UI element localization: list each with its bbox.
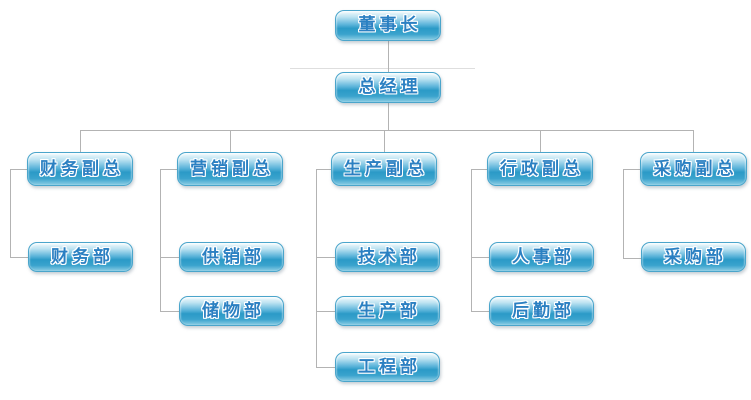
connector-procurement-dept bbox=[623, 258, 641, 259]
org-node-vp-marketing-label: 营销副总 bbox=[190, 158, 274, 179]
connector-drop-vp-procurement bbox=[693, 130, 694, 152]
org-node-dept-supply-sales-label: 供销部 bbox=[202, 246, 265, 267]
connector-admin-rail bbox=[471, 169, 472, 311]
org-node-dept-technology: 技术部 bbox=[335, 242, 440, 272]
connector-chairman-gm bbox=[388, 41, 389, 72]
connector-admin-dept1 bbox=[471, 257, 489, 258]
org-node-dept-procurement: 采购部 bbox=[641, 242, 746, 272]
connector-admin-out bbox=[471, 169, 487, 170]
org-node-dept-hr-label: 人事部 bbox=[512, 246, 575, 267]
org-node-dept-production-label: 生产部 bbox=[358, 300, 421, 321]
org-node-vp-finance: 财务副总 bbox=[27, 152, 133, 186]
connector-drop-vp-production bbox=[384, 130, 385, 152]
connector-vp-bus bbox=[80, 130, 694, 131]
org-node-vp-marketing: 营销副总 bbox=[177, 152, 283, 186]
connector-admin-dept2 bbox=[471, 311, 489, 312]
connector-production-dept1 bbox=[316, 257, 335, 258]
org-node-general-manager-label: 总经理 bbox=[358, 77, 422, 97]
connector-production-rail bbox=[316, 169, 317, 368]
connector-finance-rail bbox=[10, 169, 11, 257]
org-node-dept-engineering: 工程部 bbox=[335, 352, 440, 382]
connector-finance-dept bbox=[10, 257, 28, 258]
org-node-dept-storage-label: 储物部 bbox=[202, 300, 265, 321]
org-node-vp-production: 生产副总 bbox=[331, 152, 437, 186]
connector-marketing-dept1 bbox=[160, 257, 179, 258]
org-node-dept-hr: 人事部 bbox=[489, 242, 594, 272]
connector-procurement-out bbox=[623, 169, 640, 170]
org-node-dept-technology-label: 技术部 bbox=[358, 246, 421, 267]
connector-production-out bbox=[316, 169, 331, 170]
org-node-dept-finance: 财务部 bbox=[28, 242, 133, 272]
org-node-dept-procurement-label: 采购部 bbox=[664, 246, 727, 267]
connector-gm-stem bbox=[388, 103, 389, 130]
connector-procurement-rail bbox=[623, 169, 624, 258]
faint-horizontal-rule bbox=[290, 68, 475, 69]
org-node-dept-supply-sales: 供销部 bbox=[179, 242, 284, 272]
org-node-vp-finance-label: 财务副总 bbox=[40, 158, 124, 179]
org-node-vp-admin: 行政副总 bbox=[487, 152, 593, 186]
org-node-dept-production: 生产部 bbox=[335, 296, 440, 326]
org-node-vp-procurement: 采购副总 bbox=[640, 152, 747, 186]
org-node-general-manager: 总经理 bbox=[335, 72, 441, 103]
org-node-dept-storage: 储物部 bbox=[179, 296, 284, 326]
org-node-vp-admin-label: 行政副总 bbox=[500, 158, 584, 179]
connector-marketing-out bbox=[160, 169, 177, 170]
org-node-dept-logistics-label: 后勤部 bbox=[512, 300, 575, 321]
org-node-dept-logistics: 后勤部 bbox=[489, 296, 594, 326]
connector-marketing-dept2 bbox=[160, 311, 179, 312]
org-node-dept-engineering-label: 工程部 bbox=[358, 356, 421, 377]
org-node-vp-production-label: 生产副总 bbox=[344, 158, 428, 179]
connector-drop-vp-marketing bbox=[230, 130, 231, 152]
connector-marketing-rail bbox=[160, 169, 161, 311]
connector-production-dept3 bbox=[316, 367, 335, 368]
connector-finance-out bbox=[10, 169, 27, 170]
connector-drop-vp-admin bbox=[540, 130, 541, 152]
connector-production-dept2 bbox=[316, 311, 335, 312]
connector-drop-vp-finance bbox=[80, 130, 81, 152]
org-node-dept-finance-label: 财务部 bbox=[51, 246, 114, 267]
org-node-vp-procurement-label: 采购副总 bbox=[653, 158, 738, 179]
org-node-chairman-label: 董事长 bbox=[358, 15, 422, 35]
org-node-chairman: 董事长 bbox=[335, 10, 441, 41]
